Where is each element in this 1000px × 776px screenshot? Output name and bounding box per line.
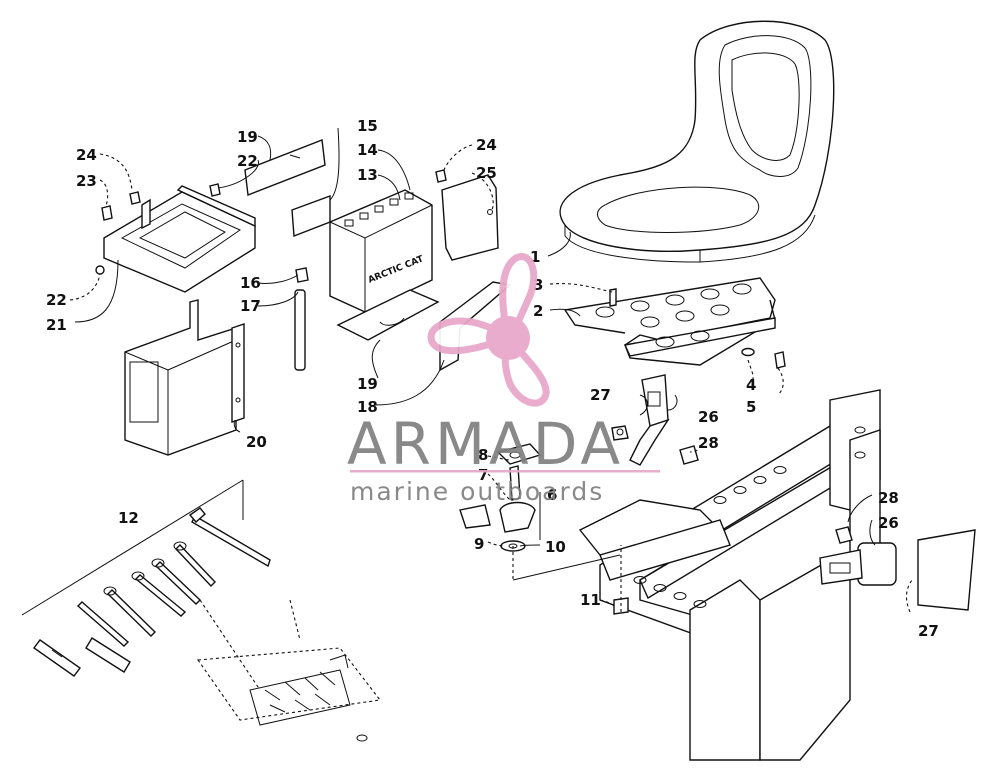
seat-belt-buckle-upper (611, 374, 670, 466)
callout-22-lower: 22 (46, 291, 67, 309)
callout-21: 21 (46, 316, 67, 334)
washer-4 (741, 347, 755, 357)
frame-holes (633, 426, 866, 608)
battery-box (124, 299, 245, 456)
callout-14: 14 (357, 141, 378, 159)
battery-tray (103, 185, 256, 293)
tool-storage-compartment (197, 599, 382, 742)
propeller-logo-icon (427, 253, 550, 407)
callout-3: 3 (533, 276, 543, 294)
callout-27-upper: 27 (590, 386, 611, 404)
cover-25 (441, 174, 499, 261)
callout-4: 4 (746, 376, 756, 394)
tool-wrench-a (188, 507, 271, 568)
callout-19-bottom: 19 (357, 375, 378, 393)
callout-labels: 1 2 3 4 5 6 7 8 9 10 11 12 13 14 15 16 1… (46, 117, 939, 640)
tool-wrench-c (151, 558, 202, 605)
callout-28-lower: 28 (878, 489, 899, 507)
callout-28-upper: 28 (698, 434, 719, 452)
callout-27-lower: 27 (918, 622, 939, 640)
callout-12: 12 (118, 509, 139, 527)
callout-2: 2 (533, 302, 543, 320)
battery: ARCTIC CAT (329, 189, 433, 313)
seat-pan (564, 277, 776, 366)
leader-lines (69, 127, 913, 613)
callout-24-left: 24 (76, 146, 97, 164)
watermark: ARMADA marine outboards (347, 253, 660, 506)
tool-handle-b (85, 637, 131, 673)
tool-handle-a (33, 639, 81, 677)
callout-22-upper: 22 (237, 152, 258, 170)
tool-wrench-b (173, 541, 216, 588)
nut-28-lower (835, 526, 853, 544)
callout-9: 9 (474, 535, 484, 553)
rod-17 (294, 289, 306, 371)
bolt-3 (609, 288, 617, 307)
fasteners-bracket (95, 169, 447, 275)
callout-26-lower: 26 (878, 514, 899, 532)
callout-23: 23 (76, 172, 97, 190)
label-plate (291, 194, 331, 237)
pad-bottom (336, 289, 440, 341)
watermark-subtitle: marine outboards (350, 477, 604, 506)
callout-19-top: 19 (237, 128, 258, 146)
callout-13: 13 (357, 166, 378, 184)
frame (578, 389, 881, 761)
callout-15: 15 (357, 117, 378, 135)
latch-assembly (459, 443, 629, 615)
callout-5: 5 (746, 398, 756, 416)
battery-caps (344, 192, 414, 227)
callout-11: 11 (580, 591, 601, 609)
pad-top (244, 139, 326, 196)
tool-wrench-e (103, 586, 156, 637)
bolt-5 (774, 351, 786, 369)
tool-wrench-d (131, 571, 187, 617)
seat (559, 20, 835, 263)
callout-1: 1 (530, 248, 540, 266)
watermark-rule (350, 470, 660, 473)
callout-26-upper: 26 (698, 408, 719, 426)
nut-28-upper (679, 445, 699, 465)
callout-18: 18 (357, 398, 378, 416)
callout-20: 20 (246, 433, 267, 451)
callout-24-right: 24 (476, 136, 497, 154)
callout-8: 8 (478, 446, 488, 464)
tool-kit (21, 479, 382, 742)
callout-6: 6 (547, 486, 557, 504)
callout-16: 16 (240, 274, 261, 292)
callout-10: 10 (545, 538, 566, 556)
nut-16 (295, 267, 309, 283)
callout-7: 7 (478, 466, 488, 484)
tool-screwdriver (76, 601, 130, 647)
watermark-title: ARMADA (347, 410, 624, 478)
seat-pan-holes (595, 283, 752, 348)
callout-17: 17 (240, 297, 261, 315)
seat-belt-retractor (819, 529, 976, 611)
callout-25: 25 (476, 164, 497, 182)
